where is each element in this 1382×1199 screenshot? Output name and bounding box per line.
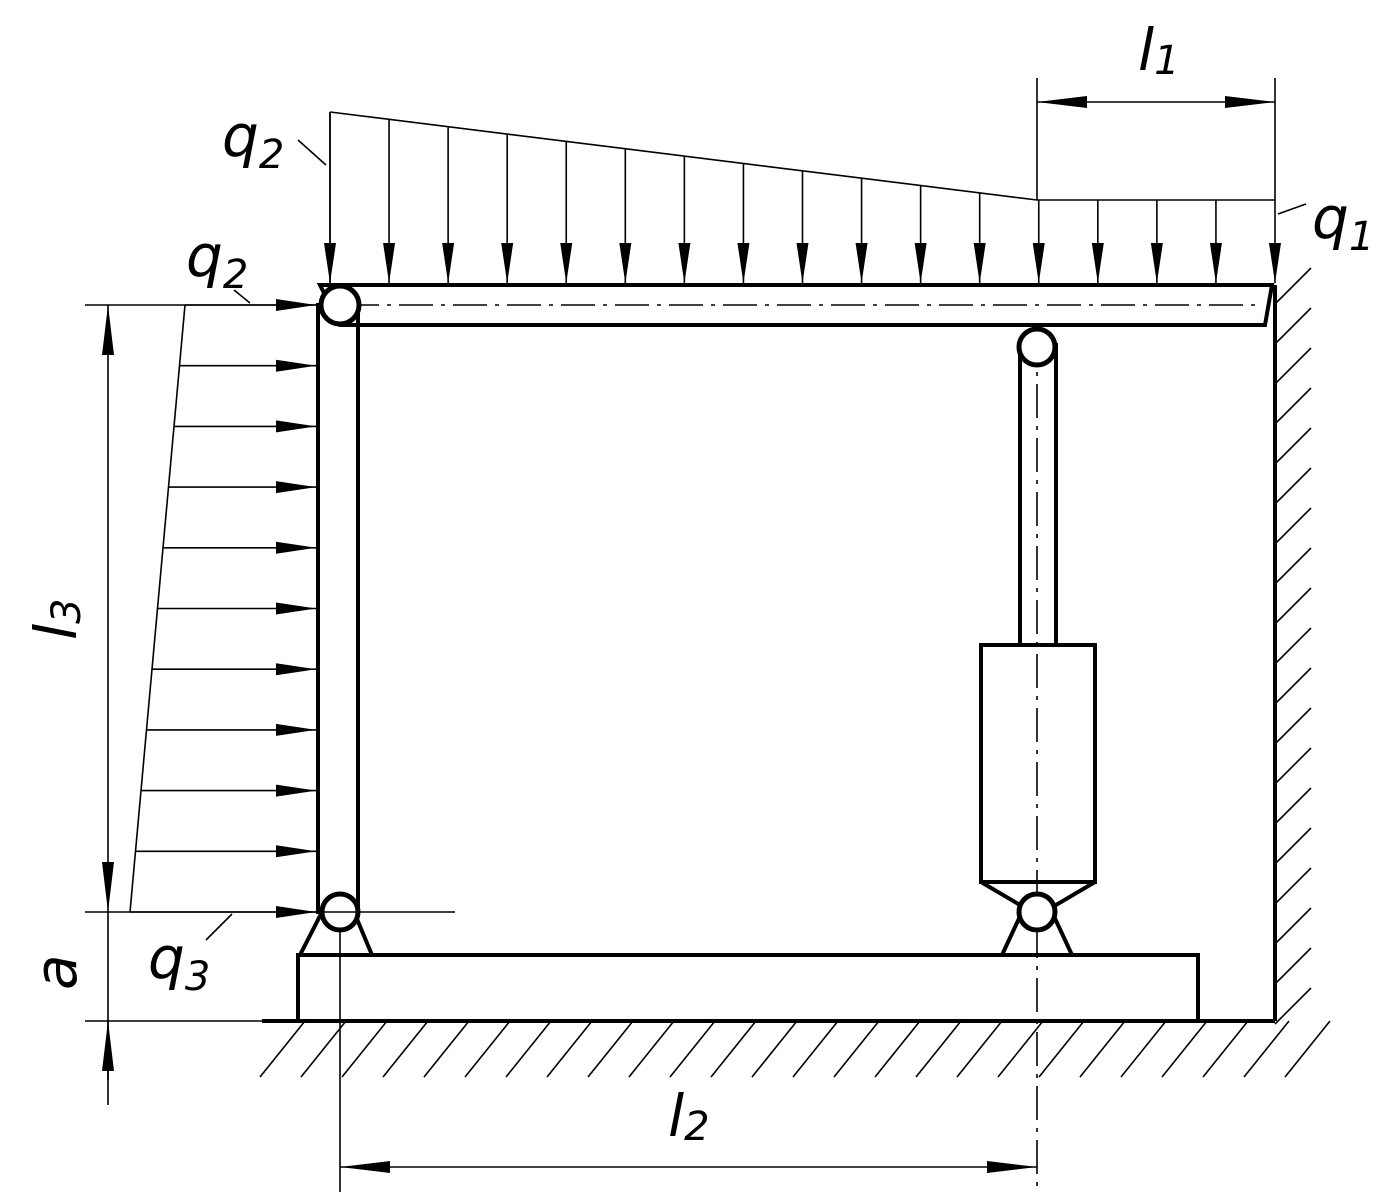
label-q2-top: q2	[222, 102, 284, 178]
hinge-top-strut	[1016, 326, 1058, 368]
leader-q1	[1277, 203, 1307, 215]
label-q1: q1	[1312, 184, 1374, 260]
wall-hatching-right	[1274, 267, 1312, 1025]
label-q2-left: q2	[186, 222, 248, 298]
dimension-a	[85, 912, 262, 1105]
label-a: a	[22, 954, 90, 990]
dimension-l2	[339, 930, 1037, 1192]
base-plate	[296, 953, 1200, 1023]
top-beam	[316, 283, 1275, 327]
leader-q3	[205, 913, 233, 941]
left-distributed-load	[129, 299, 316, 918]
leader-q2-top	[297, 139, 327, 166]
label-l2: l2	[668, 1082, 710, 1150]
hinge-top-left	[318, 283, 362, 327]
leader-q2-left	[233, 289, 251, 304]
dimension-l3	[85, 304, 455, 913]
left-column	[316, 303, 360, 914]
ground-hatching-bottom	[259, 1020, 1331, 1078]
top-distributed-load	[324, 111, 1281, 285]
hydraulic-strut	[979, 330, 1097, 1190]
dimension-l1	[1036, 78, 1276, 200]
label-q3: q3	[148, 924, 210, 1000]
label-l1: l1	[1138, 16, 1180, 84]
label-l3: l3	[22, 598, 90, 640]
hinge-bottom-strut	[1016, 891, 1058, 933]
